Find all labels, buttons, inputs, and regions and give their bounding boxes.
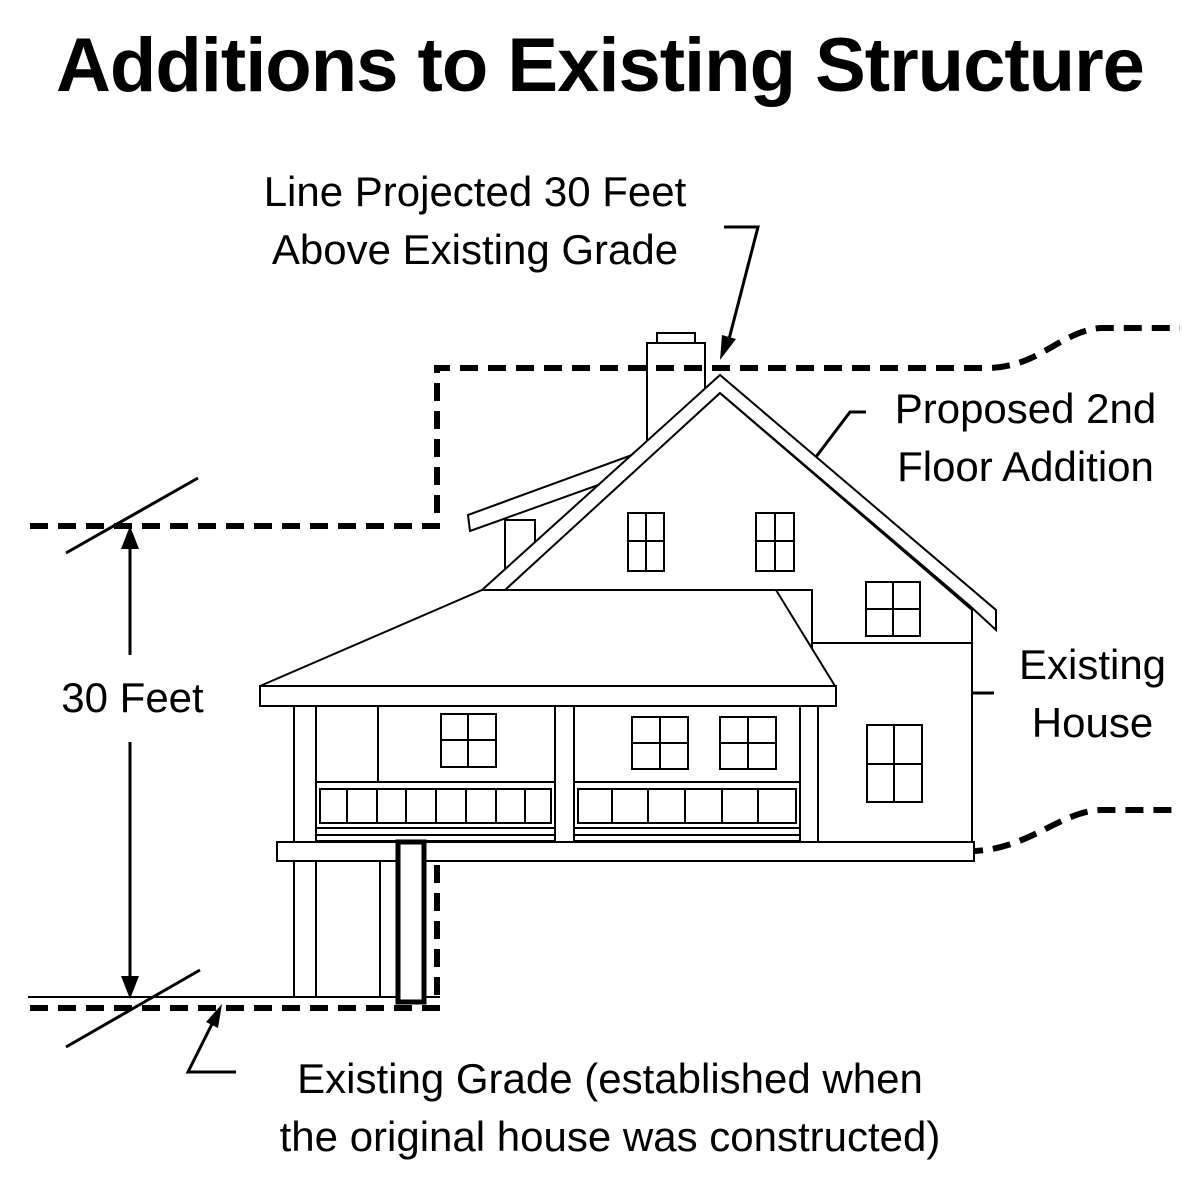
window-porch-3	[719, 716, 777, 770]
label-proposed-addition: Proposed 2nd Floor Addition	[868, 380, 1183, 496]
label-existing-house-2: House	[1031, 699, 1154, 746]
porch-fascia	[259, 685, 837, 707]
window-porch-1	[440, 713, 497, 768]
foundation-post	[395, 839, 427, 1005]
label-existing-house: Existing House	[1000, 636, 1185, 752]
label-projected-line: Line Projected 30 Feet Above Existing Gr…	[220, 163, 730, 279]
porch-deck	[276, 841, 975, 862]
porch-column-2	[554, 705, 575, 843]
porch-railing-right	[573, 781, 801, 836]
label-proposed-addition-2: Floor Addition	[897, 443, 1154, 490]
gable-roof	[479, 373, 997, 633]
leader-existing-grade	[185, 1004, 236, 1074]
dimension-tick-top	[65, 476, 199, 555]
dimension-arrow-down	[121, 976, 139, 999]
label-projected-line-1: Line Projected 30 Feet	[263, 168, 687, 215]
label-existing-house-1: Existing	[1018, 641, 1167, 688]
diagram-title: Additions to Existing Structure	[56, 23, 1145, 108]
support-post-1	[293, 860, 317, 998]
label-height: 30 Feet	[40, 669, 225, 727]
porch-railing-left	[315, 781, 556, 836]
window-side-lower	[866, 724, 923, 803]
support-post-2	[379, 860, 399, 998]
label-existing-grade-2: the original house was constructed)	[279, 1113, 941, 1160]
house	[259, 332, 997, 1005]
dimension-arrow-up	[121, 526, 139, 549]
window-porch-2	[631, 716, 689, 770]
label-proposed-addition-1: Proposed 2nd	[894, 385, 1157, 432]
window-side-upper	[865, 581, 921, 637]
dimension-tick-bottom	[65, 968, 201, 1049]
window-upper-right	[755, 512, 795, 572]
label-existing-grade: Existing Grade (established when the ori…	[200, 1050, 1020, 1166]
chimney-cap	[656, 332, 696, 344]
label-projected-line-2: Above Existing Grade	[271, 226, 679, 273]
porch-column-3	[799, 705, 819, 843]
label-height-text: 30 Feet	[61, 674, 204, 721]
leader-projected-line	[720, 225, 760, 360]
porch-column-1	[293, 705, 317, 843]
porch-roof	[259, 589, 837, 687]
label-existing-grade-1: Existing Grade (established when	[297, 1055, 923, 1102]
window-upper-left	[627, 512, 665, 572]
